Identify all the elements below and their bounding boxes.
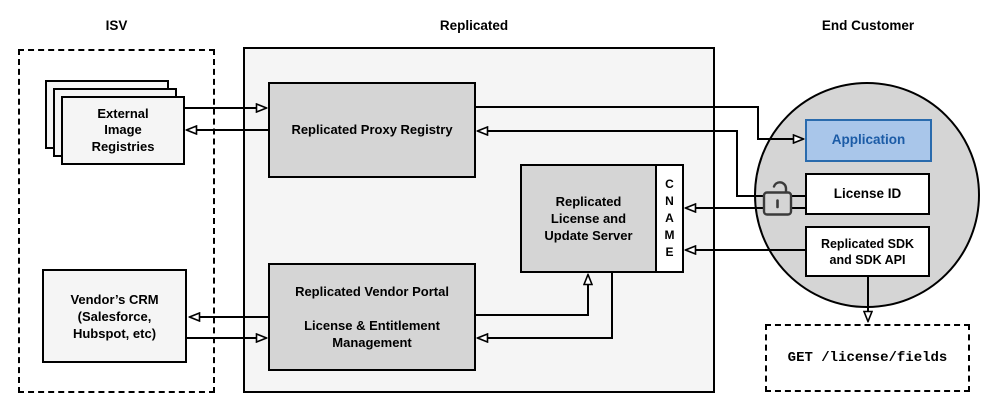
- section-title-replicated: Replicated: [439, 18, 509, 33]
- external-image-registries-node: External Image Registries: [61, 96, 185, 165]
- vendor-portal-node: Replicated Vendor Portal License & Entit…: [268, 263, 476, 371]
- section-title-end-customer: End Customer: [821, 18, 915, 33]
- replicated-sdk-node: Replicated SDK and SDK API: [805, 226, 930, 277]
- section-title-isv: ISV: [105, 18, 128, 33]
- replicated-proxy-registry-node: Replicated Proxy Registry: [268, 82, 476, 178]
- vendors-crm-node: Vendor’s CRM (Salesforce, Hubspot, etc): [42, 269, 187, 363]
- application-node: Application: [805, 119, 932, 162]
- get-endpoint-box-border: [765, 324, 970, 392]
- license-update-server-node: Replicated License and Update Server: [520, 164, 657, 273]
- isv-container: [18, 49, 215, 393]
- license-id-node: License ID: [805, 173, 930, 215]
- cname-node: C N A M E: [655, 164, 684, 273]
- get-endpoint-label: GET /license/fields: [787, 350, 948, 366]
